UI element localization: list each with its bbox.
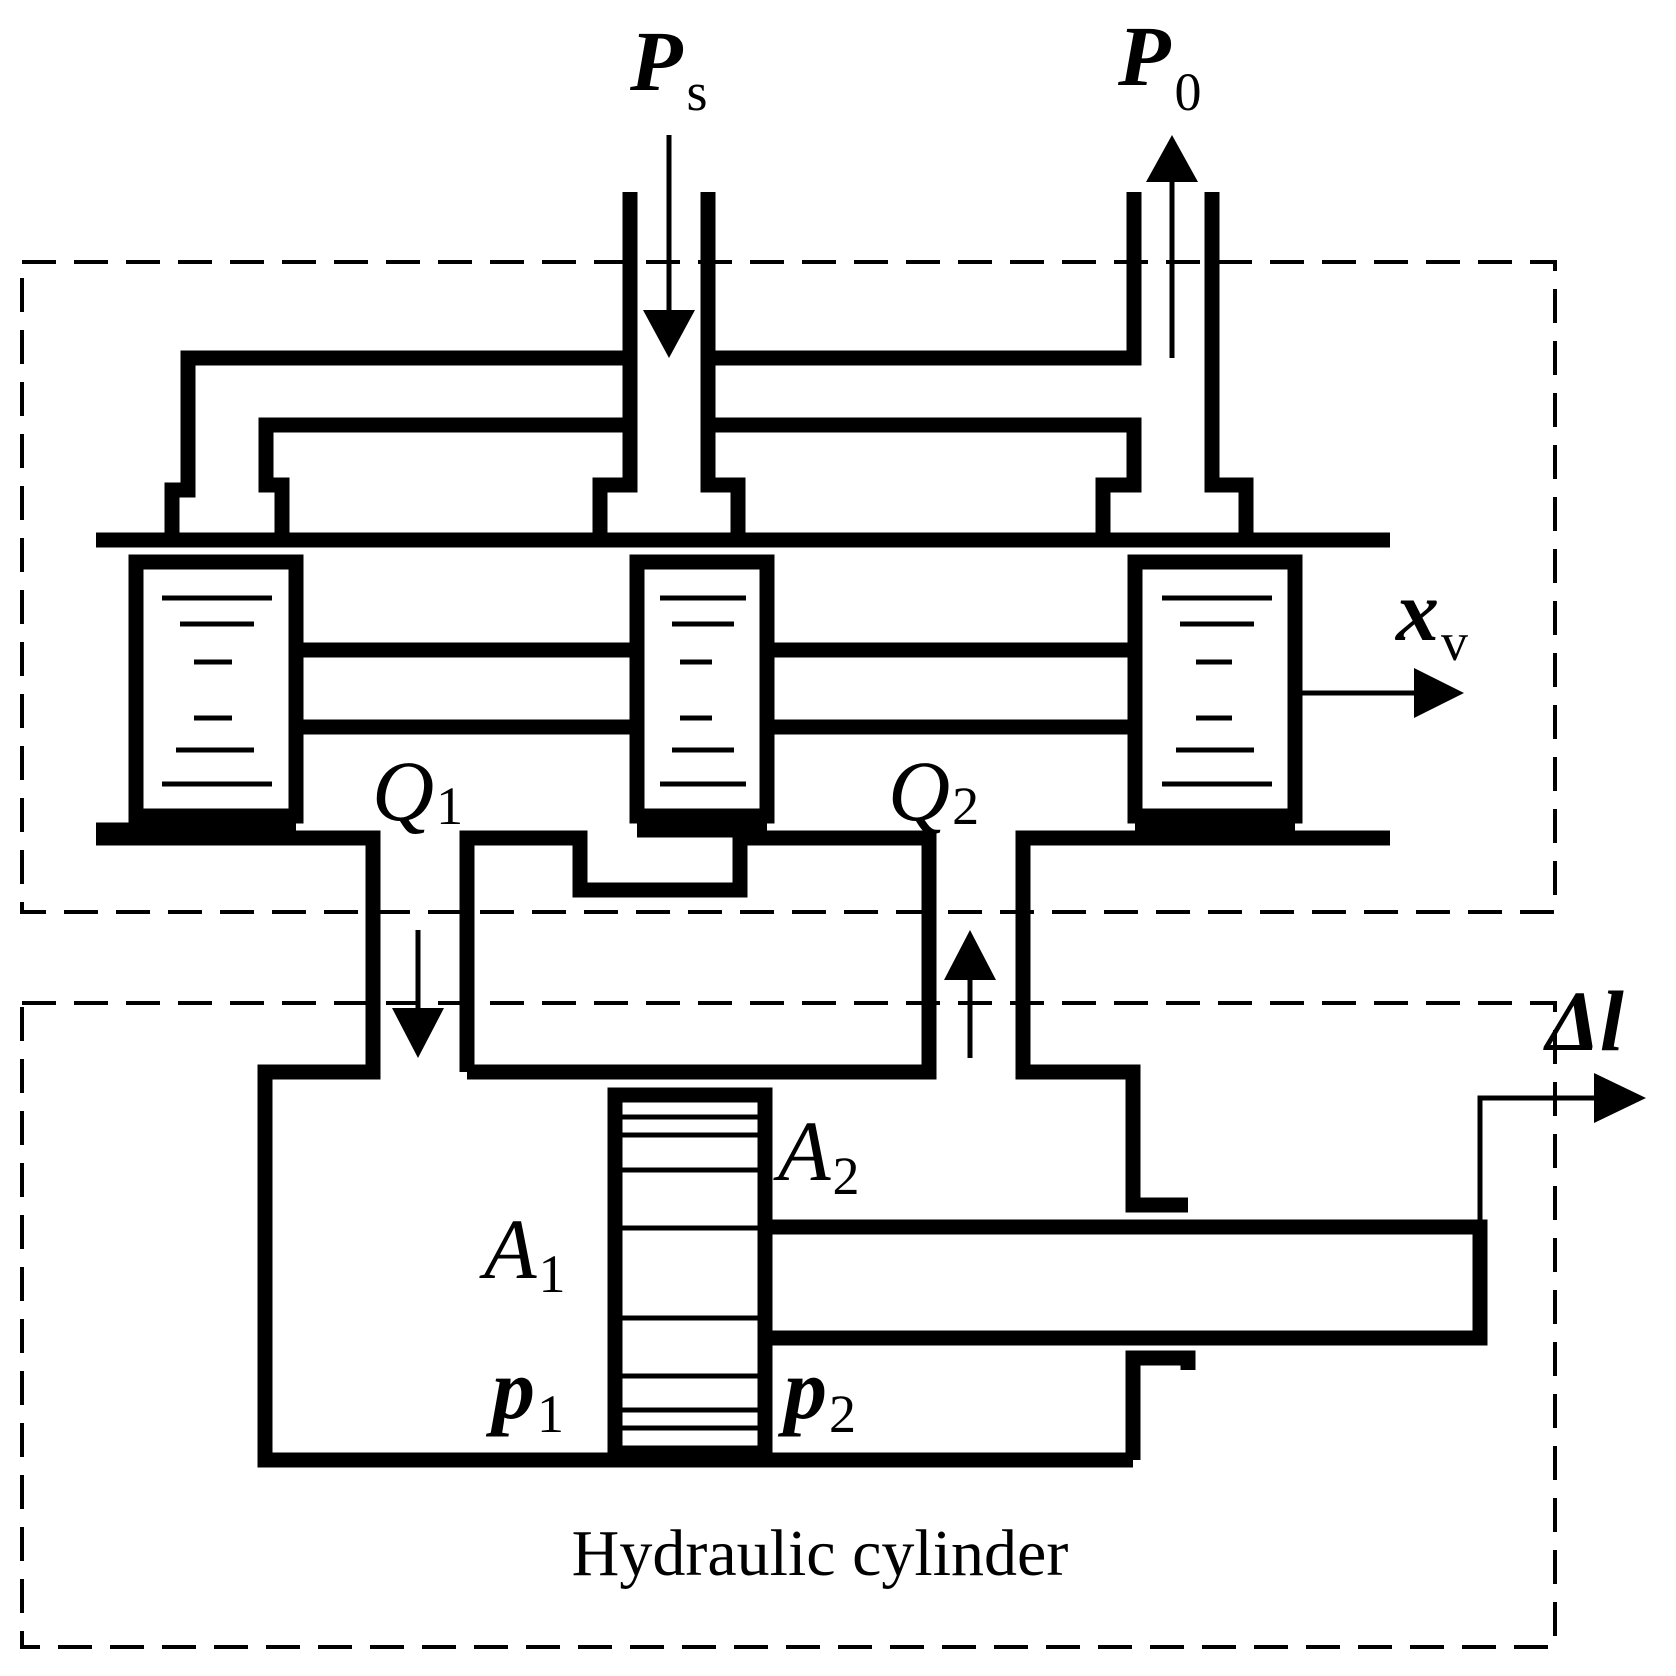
spool-land-right: [1127, 554, 1303, 824]
spool-rods: [296, 642, 1135, 735]
rod-displacement-arrow: [1477, 1073, 1646, 1227]
cylinder-boundary: [20, 1001, 1557, 1649]
piston-rod: [765, 1219, 1488, 1460]
spool-displacement-arrow: [1295, 668, 1464, 718]
flow-1-arrow: [392, 930, 444, 1058]
area-2-label: A2: [773, 1103, 860, 1206]
pressure-1-label: p1: [485, 1341, 564, 1444]
area-1-label: A1: [479, 1201, 566, 1304]
servo-valve-body: [96, 192, 1390, 1468]
spool-lands: [96, 554, 1303, 838]
spool-land-center: [629, 554, 775, 824]
displacement-label: Δl: [1543, 973, 1624, 1069]
spool-hatching: [162, 595, 1272, 787]
hydraulic-cylinder-caption: Hydraulic cylinder: [572, 1517, 1069, 1590]
cylinder-piston: [607, 1087, 773, 1461]
flow-1-label: Q1: [372, 743, 463, 839]
supply-pressure-label: Ps: [629, 13, 708, 122]
flow-2-arrow: [944, 930, 996, 1058]
supply-arrow: [643, 135, 695, 358]
valve-displacement-label: xv: [1394, 563, 1468, 672]
flow-2-label: Q2: [888, 743, 979, 839]
return-arrow: [1146, 135, 1198, 358]
pressure-2-label: p2: [777, 1341, 856, 1444]
spool-land-left: [128, 554, 304, 824]
return-pressure-label: P0: [1117, 8, 1202, 122]
